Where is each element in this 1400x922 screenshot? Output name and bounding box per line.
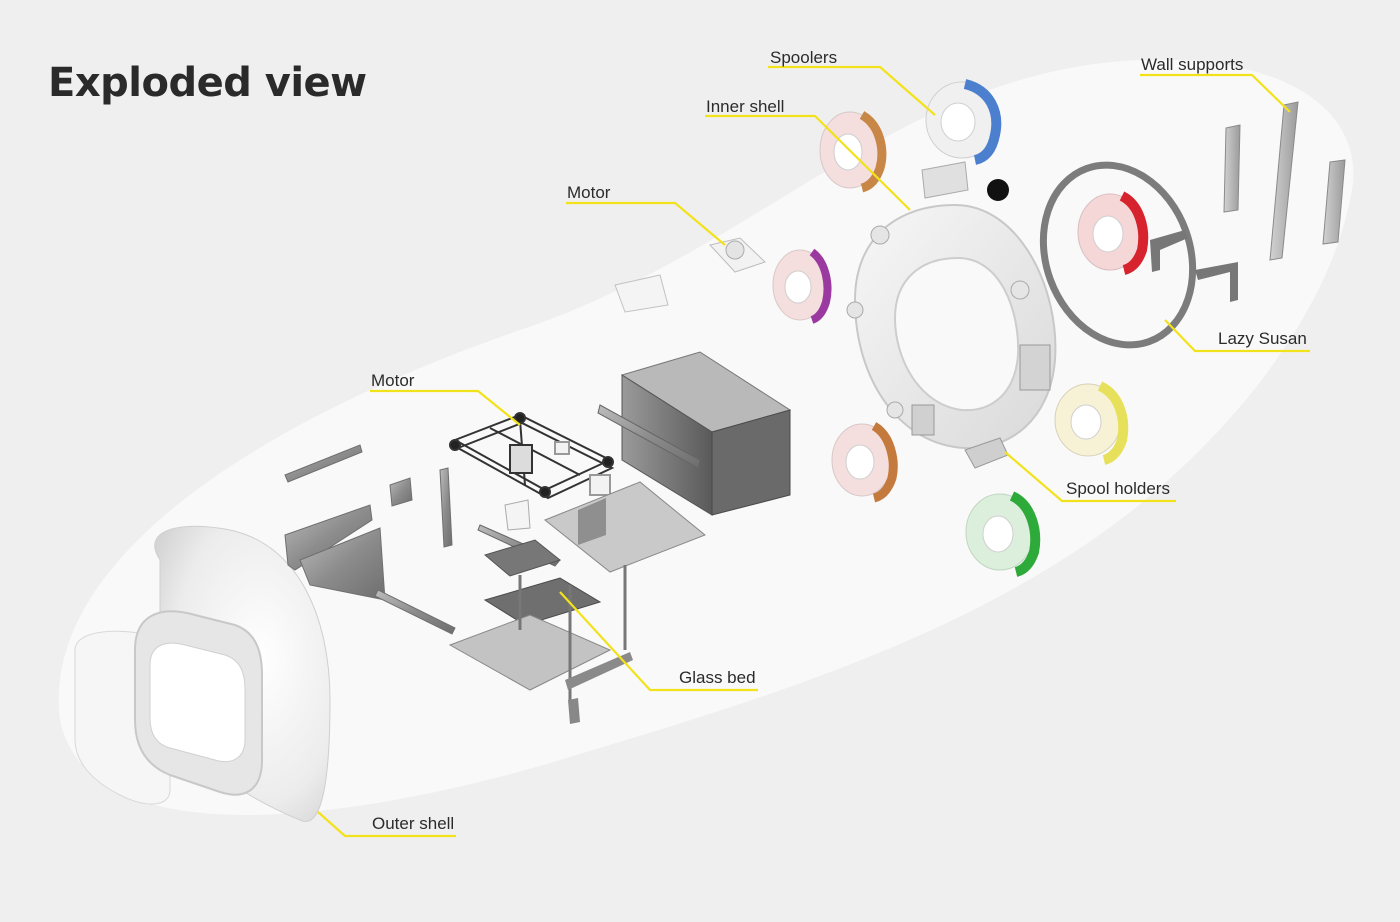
callout-lines bbox=[317, 65, 1310, 838]
callout-line-spoolers bbox=[768, 65, 936, 116]
callout-line-lazy-susan bbox=[1164, 319, 1310, 353]
spool-green bbox=[965, 491, 1041, 577]
spool-red bbox=[1077, 191, 1149, 275]
page-title: Exploded view bbox=[48, 60, 367, 106]
inner-shell-ring bbox=[846, 161, 1057, 469]
callout-line-motor-mid bbox=[370, 389, 521, 426]
callout-line-spool-holders bbox=[1004, 451, 1176, 503]
spool-purple bbox=[772, 248, 832, 324]
label-outer-shell: Outer shell bbox=[372, 814, 455, 833]
label-glass-bed: Glass bed bbox=[679, 668, 756, 687]
callout-line-inner-shell bbox=[705, 114, 911, 211]
callout-line-glass-bed bbox=[559, 591, 758, 692]
label-wall-supports: Wall supports bbox=[1141, 55, 1244, 74]
bed-assembly bbox=[448, 481, 706, 724]
wall-supports bbox=[1223, 101, 1346, 261]
outer-shell-part bbox=[74, 525, 331, 822]
label-motor-top: Motor bbox=[567, 183, 611, 202]
spool-blue bbox=[925, 79, 1002, 165]
label-lazy-susan: Lazy Susan bbox=[1218, 329, 1307, 348]
spool-orange-bottom bbox=[831, 422, 898, 503]
spool-yellow bbox=[1054, 381, 1129, 465]
label-motor-mid: Motor bbox=[371, 371, 415, 390]
callout-line-motor-top bbox=[566, 201, 726, 246]
motor-top-part bbox=[614, 237, 766, 313]
printer-gantry bbox=[449, 412, 615, 500]
callout-line-outer-shell bbox=[317, 811, 456, 838]
label-spoolers: Spoolers bbox=[770, 48, 838, 67]
metal-box-part bbox=[597, 351, 792, 516]
spool-orange-top bbox=[819, 111, 887, 193]
frame-rails bbox=[284, 444, 456, 635]
callout-line-wall-supports bbox=[1140, 73, 1291, 113]
label-spool-holders: Spool holders bbox=[1066, 479, 1170, 498]
lazy-susan-ring bbox=[1039, 161, 1238, 349]
label-inner-shell: Inner shell bbox=[706, 97, 785, 116]
spools bbox=[772, 79, 1149, 577]
